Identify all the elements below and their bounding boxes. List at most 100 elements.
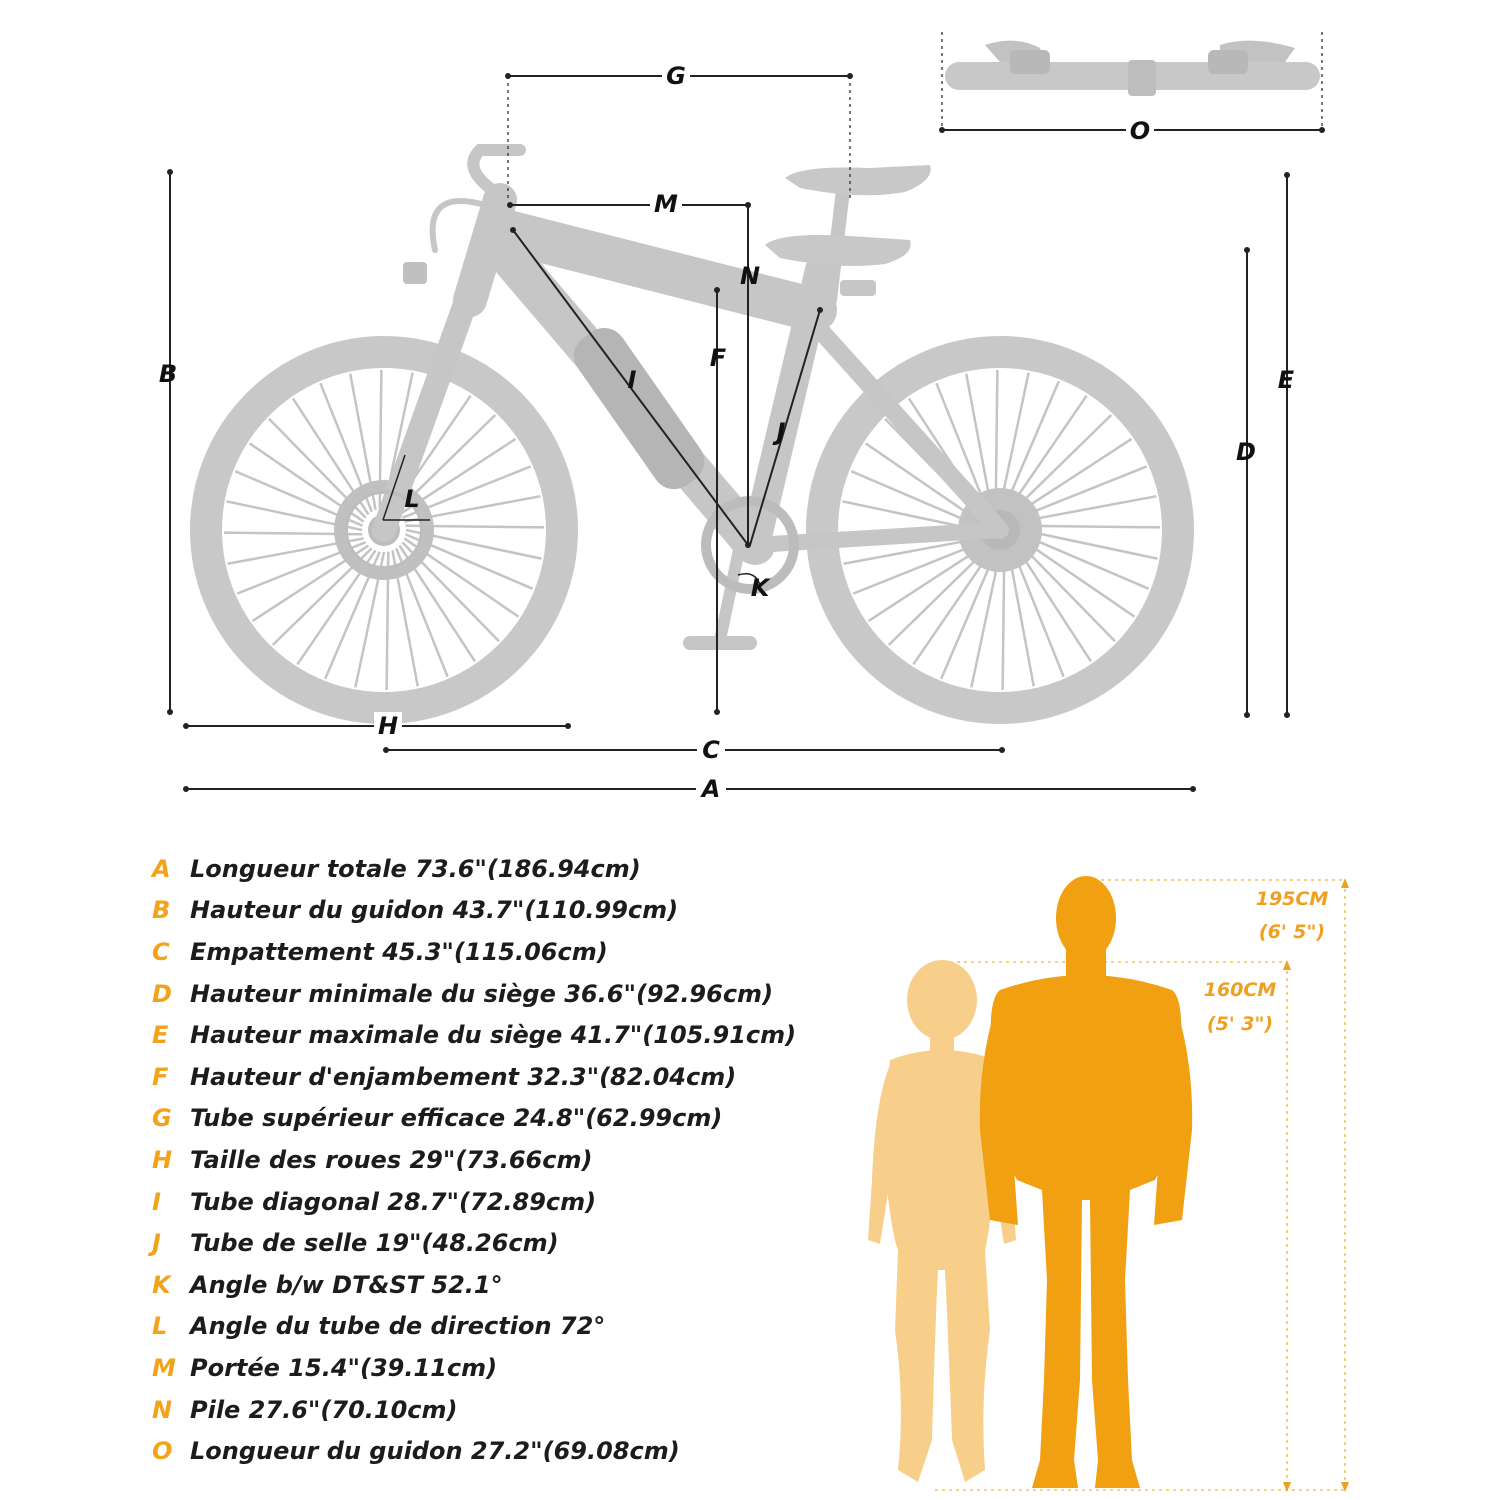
woman-silhouette <box>868 960 1016 1482</box>
derailleur <box>840 280 876 296</box>
spec-item-e: E Hauteur maximale du siège 41.7"(105.91c… <box>152 1014 796 1056</box>
spec-text: Tube diagonal 28.7"(72.89cm) <box>190 1187 597 1216</box>
spec-text: Hauteur d'enjambement 32.3"(82.04cm) <box>190 1062 737 1091</box>
dim-label-h: H <box>378 712 398 740</box>
short-height-ft: (5' 3") <box>1207 1013 1273 1035</box>
wheel-spoke <box>1021 528 1158 560</box>
dimension-endpoints <box>167 73 1325 792</box>
wheel-spoke <box>1007 550 1036 687</box>
chainring <box>701 496 799 594</box>
spec-item-m: M Portée 15.4"(39.11cm) <box>152 1347 796 1389</box>
spec-letter: B <box>152 896 171 925</box>
wheel-spoke <box>1007 394 1088 511</box>
wheel-spoke <box>940 551 997 680</box>
dimension-label-backgrounds <box>374 62 1154 803</box>
handlebar-illustration <box>945 40 1320 96</box>
spec-text: Tube de selle 19"(48.26cm) <box>190 1229 559 1258</box>
tall-height-ft: (6' 5") <box>1259 921 1325 943</box>
spec-text: Hauteur du guidon 43.7"(110.99cm) <box>190 896 679 925</box>
spec-item-b: B Hauteur du guidon 43.7"(110.99cm) <box>152 890 796 932</box>
spec-letter: A <box>152 854 171 883</box>
wheel-spoke <box>1019 537 1136 618</box>
wheel-spoke <box>935 382 989 513</box>
front-wheel <box>190 336 578 724</box>
height-arrowheads <box>1283 878 1349 1492</box>
spec-letter: I <box>152 1187 161 1216</box>
spec-letter: H <box>152 1145 173 1174</box>
dim-label-e: E <box>1278 366 1295 394</box>
spec-letter: N <box>152 1395 173 1424</box>
spec-text: Hauteur maximale du siège 41.7"(105.91cm… <box>190 1021 797 1050</box>
wheel-spoke <box>964 373 993 510</box>
dim-label-b: B <box>159 360 177 388</box>
dim-label-o: O <box>1130 117 1150 145</box>
spec-letter: C <box>152 937 170 966</box>
saddle-low <box>765 235 911 266</box>
tall-height-cm: 195CM <box>1256 888 1329 910</box>
man-silhouette <box>979 876 1193 1488</box>
spec-text: Empattement 45.3"(115.06cm) <box>190 937 608 966</box>
headlight <box>403 262 427 284</box>
wheel-spoke <box>1011 547 1065 678</box>
wheel-spoke <box>850 470 979 527</box>
spec-text: Portée 15.4"(39.11cm) <box>190 1353 498 1382</box>
spec-letter: D <box>152 979 172 1008</box>
spec-text: Longueur totale 73.6"(186.94cm) <box>190 854 641 883</box>
wheel-spoke <box>852 541 983 595</box>
spec-letter: M <box>152 1353 176 1382</box>
wheel-spoke <box>1021 533 1150 590</box>
spec-letter: J <box>152 1229 161 1258</box>
wheel-spoke <box>1001 551 1006 690</box>
wheel-spoke <box>887 547 989 646</box>
spec-text: Angle b/w DT&ST 52.1° <box>190 1270 503 1299</box>
wheel-spoke <box>1017 541 1116 643</box>
dim-label-n: N <box>740 262 760 290</box>
wheel-spoke <box>867 544 986 623</box>
spec-text: Hauteur minimale du siège 36.6"(92.96cm) <box>190 979 774 1008</box>
spec-item-h: H Taille des roues 29"(73.66cm) <box>152 1139 796 1181</box>
wheel-spoke <box>970 551 1002 688</box>
battery <box>574 328 705 490</box>
saddle-high <box>785 165 931 196</box>
spec-text: Pile 27.6"(70.10cm) <box>190 1395 458 1424</box>
wheel-spoke <box>912 549 993 666</box>
spec-item-g: G Tube supérieur efficace 24.8"(62.99cm) <box>152 1098 796 1140</box>
spec-letter: F <box>152 1062 169 1091</box>
dim-label-c: C <box>702 736 720 764</box>
wheel-spoke <box>1014 437 1133 516</box>
spec-letter: E <box>152 1021 169 1050</box>
wheel-spoke <box>1017 465 1148 519</box>
dim-label-g: G <box>666 62 686 90</box>
wheel-spoke <box>1014 544 1093 663</box>
spec-letter: G <box>152 1104 172 1133</box>
short-height-cm: 160CM <box>1204 979 1277 1001</box>
spec-item-f: F Hauteur d'enjambement 32.3"(82.04cm) <box>152 1056 796 1098</box>
spec-text: Tube supérieur efficace 24.8"(62.99cm) <box>190 1104 723 1133</box>
dim-label-k: K <box>751 574 772 602</box>
spec-item-a: A Longueur totale 73.6"(186.94cm) <box>152 848 796 890</box>
spec-item-d: D Hauteur minimale du siège 36.6"(92.96cm… <box>152 973 796 1015</box>
dimension-lines <box>169 32 1323 790</box>
spec-item-n: N Pile 27.6"(70.10cm) <box>152 1389 796 1431</box>
dim-label-f: F <box>710 344 727 372</box>
wheel-spoke <box>843 537 980 566</box>
height-guides <box>935 879 1346 1491</box>
wheel-spoke <box>1020 494 1157 523</box>
spec-text: Taille des roues 29"(73.66cm) <box>190 1145 593 1174</box>
wheel-spoke <box>1003 380 1060 509</box>
dim-label-d: D <box>1236 438 1256 466</box>
spec-list: A Longueur totale 73.6"(186.94cm) B Hauteu… <box>152 848 796 1472</box>
spec-item-j: J Tube de selle 19"(48.26cm) <box>152 1222 796 1264</box>
wheel-spoke <box>994 370 999 509</box>
wheel-spoke <box>1011 414 1113 513</box>
spec-letter: K <box>152 1270 171 1299</box>
spec-item-i: I Tube diagonal 28.7"(72.89cm) <box>152 1181 796 1223</box>
spec-letter: L <box>152 1312 168 1341</box>
wheel-spoke <box>864 442 981 523</box>
dim-label-m: M <box>654 190 678 218</box>
spec-item-k: K Angle b/w DT&ST 52.1° <box>152 1264 796 1306</box>
brake-disc <box>344 490 424 570</box>
wheel-spoke <box>1021 524 1160 529</box>
